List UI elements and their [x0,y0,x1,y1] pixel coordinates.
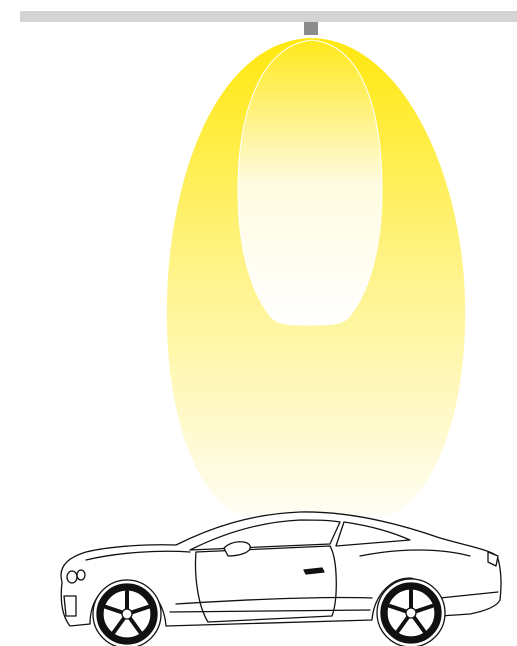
wheel-icon [93,580,161,646]
light-beam-inner [238,40,382,325]
sports-car-icon [61,512,501,646]
headlight-icon [67,571,77,583]
headlight-icon [77,570,85,580]
wheel-icon [377,579,445,646]
